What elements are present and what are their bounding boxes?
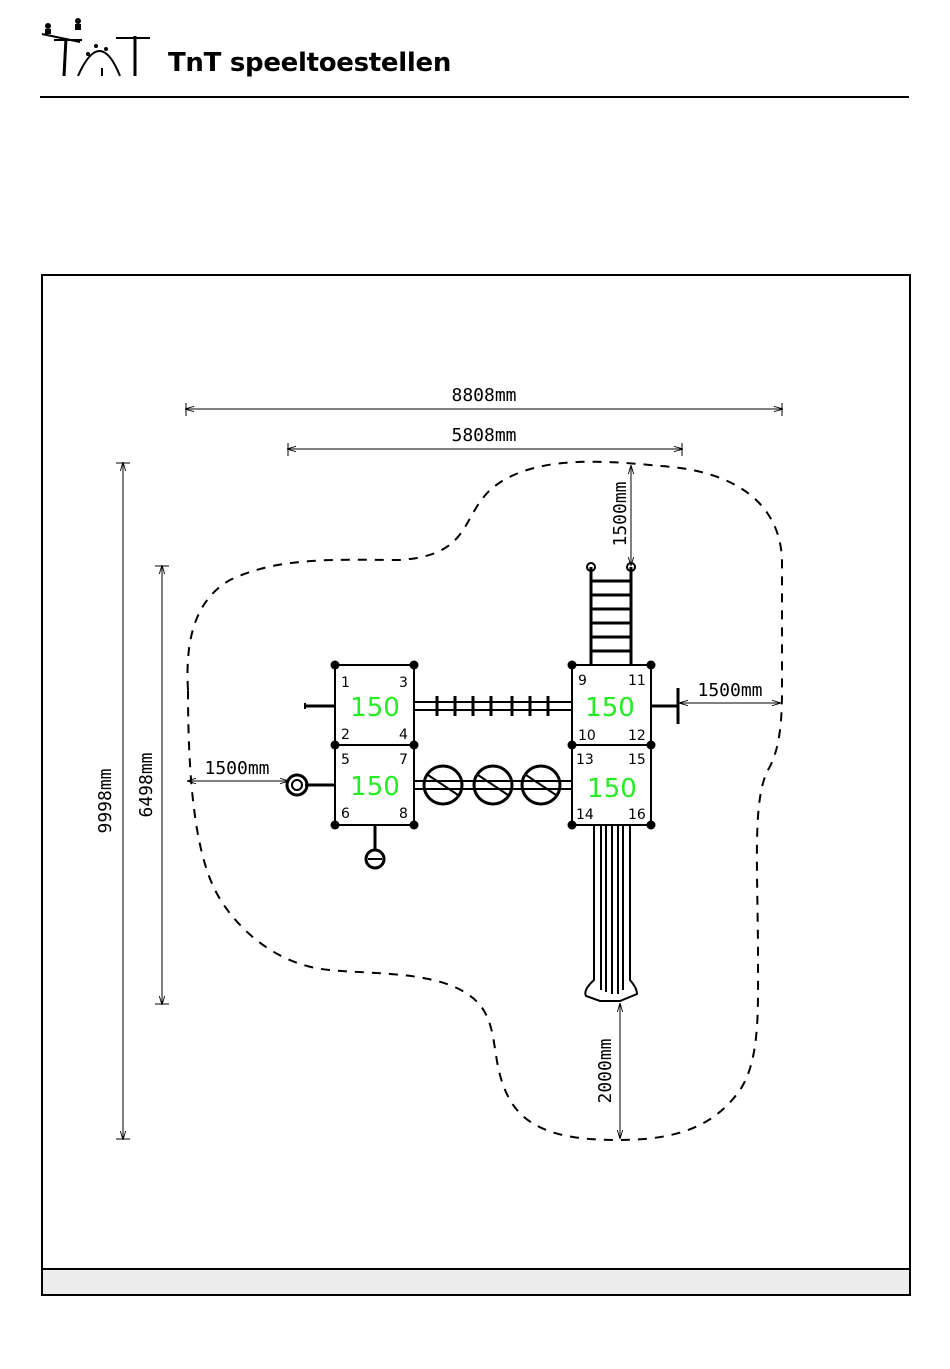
post-number: 13 bbox=[576, 752, 594, 768]
top-clearance-label: 1500mm bbox=[610, 481, 631, 546]
post-number: 5 bbox=[341, 752, 350, 768]
platform-height: 150 bbox=[587, 774, 637, 804]
post-number: 10 bbox=[578, 728, 596, 744]
post-number: 3 bbox=[399, 675, 408, 691]
post-number: 8 bbox=[399, 806, 408, 822]
ladder bbox=[587, 563, 635, 665]
slide-clearance-label: 2000mm bbox=[595, 1038, 616, 1103]
post-number: 16 bbox=[628, 807, 646, 823]
overall-length-label: 9998mm bbox=[95, 768, 116, 833]
post-number: 6 bbox=[341, 806, 350, 822]
post-number: 4 bbox=[399, 727, 408, 743]
post-number: 14 bbox=[576, 807, 594, 823]
post-number: 1 bbox=[341, 675, 350, 691]
post-number: 12 bbox=[628, 728, 646, 744]
slide bbox=[585, 826, 637, 1001]
post-number: 11 bbox=[628, 673, 646, 689]
post-number: 15 bbox=[628, 752, 646, 768]
rope-bridge bbox=[413, 696, 572, 716]
overall-width-label: 8808mm bbox=[451, 385, 516, 406]
platform-height: 150 bbox=[350, 772, 400, 802]
crawl-rings-bridge bbox=[413, 766, 572, 804]
structure-width-label: 5808mm bbox=[451, 425, 516, 446]
post-number: 7 bbox=[399, 752, 408, 768]
structure-length-label: 6498mm bbox=[136, 752, 157, 817]
right-clearance-label: 1500mm bbox=[697, 680, 762, 701]
platform-height: 150 bbox=[350, 693, 400, 723]
post-number: 2 bbox=[341, 727, 350, 743]
left-clearance-label: 1500mm bbox=[204, 758, 269, 779]
platform-height: 150 bbox=[585, 693, 635, 723]
post-number: 9 bbox=[578, 673, 587, 689]
